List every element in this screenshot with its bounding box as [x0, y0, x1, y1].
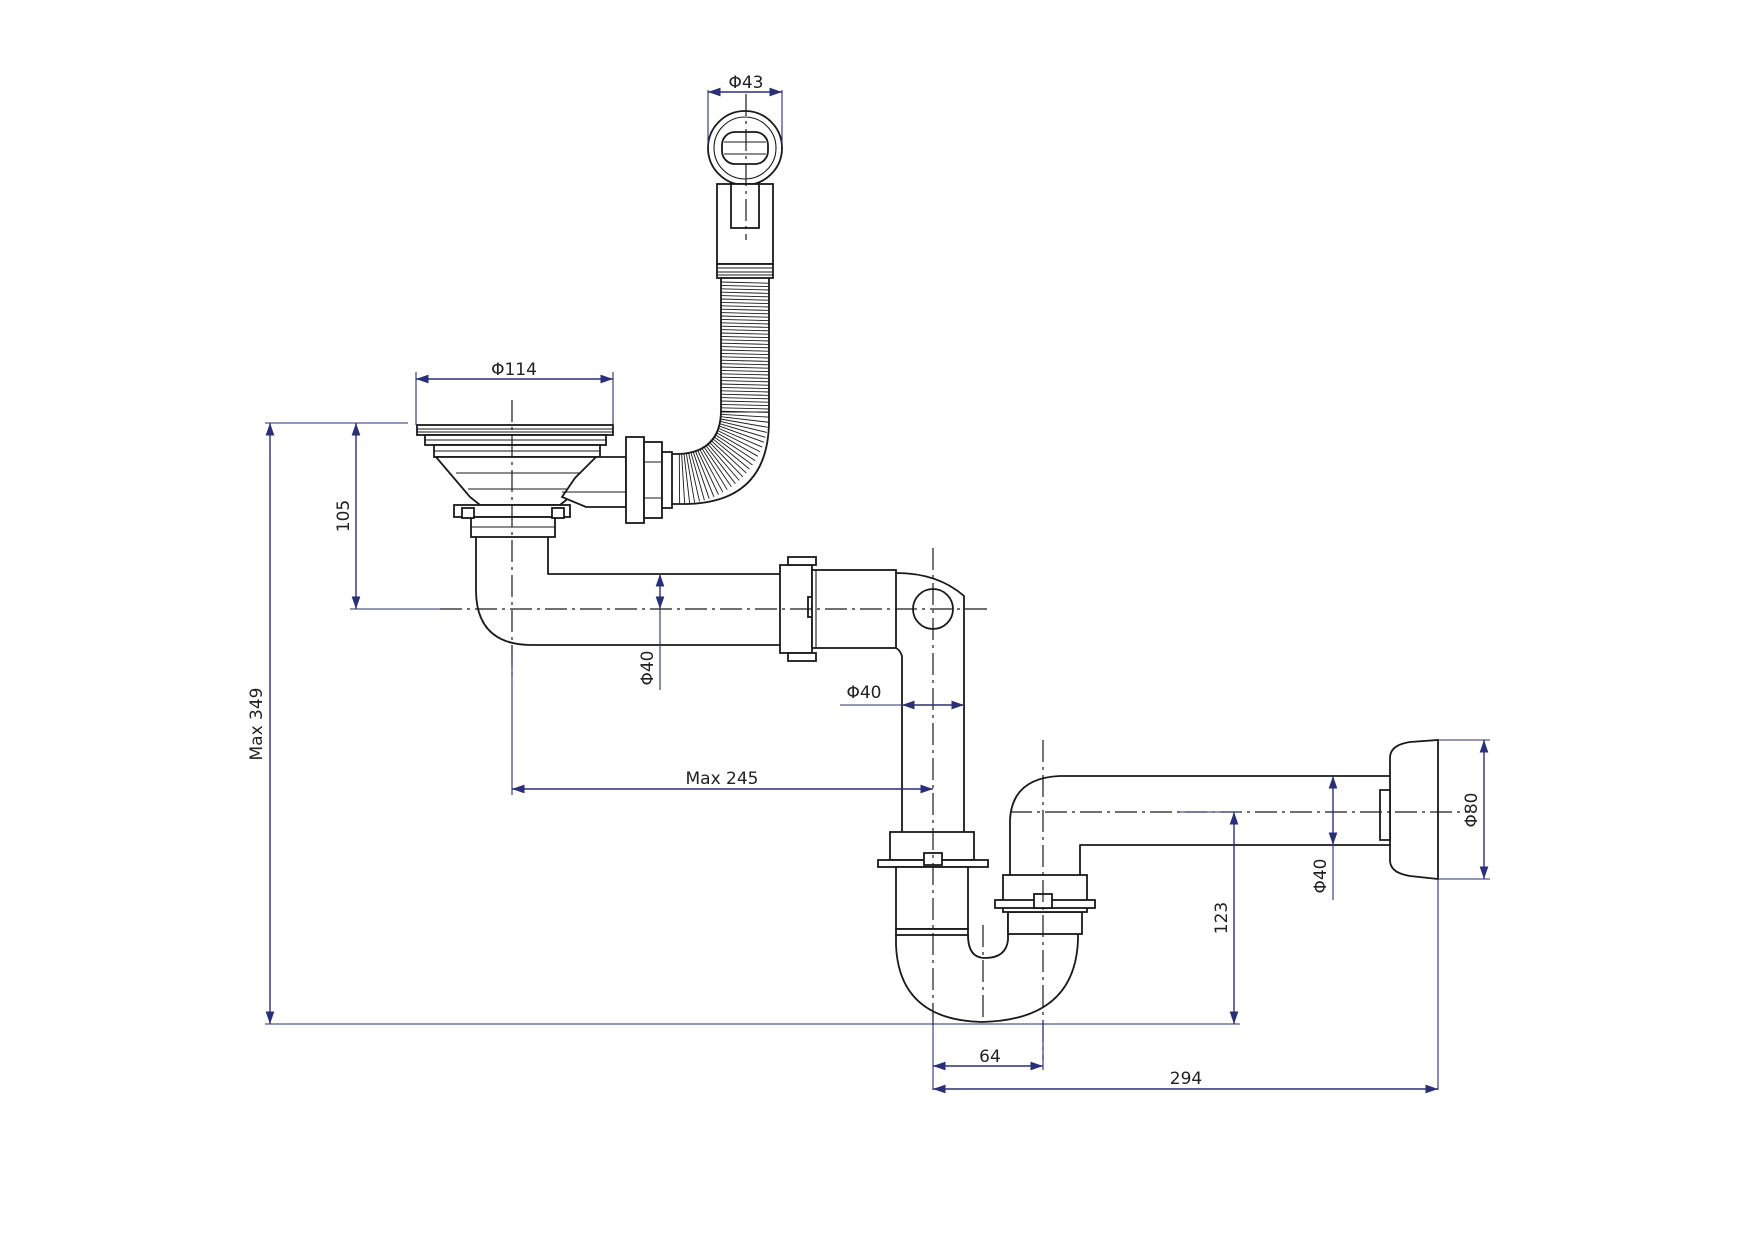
svg-text:64: 64 [979, 1047, 1001, 1067]
overflow-hose [663, 277, 770, 505]
svg-text:123: 123 [1212, 902, 1232, 934]
horizontal-arm [475, 536, 897, 662]
dimension-max-reach: Max 245 [512, 769, 933, 794]
u-bend-trap [895, 914, 1079, 1023]
dimension-trap-to-wall: 294 [933, 1069, 1438, 1094]
strainer-basket [416, 424, 673, 538]
vertical-drop [877, 572, 989, 936]
overflow-assembly [707, 110, 783, 279]
extension-lines [265, 90, 1490, 1090]
dimension-strainer-height: 105 [334, 423, 361, 609]
svg-text:294: 294 [1170, 1069, 1202, 1089]
dimension-vertical-pipe-diameter: Φ40 [840, 683, 964, 710]
dimension-overflow-diameter: Φ43 [708, 73, 782, 97]
dimension-outlet-pipe-diameter: Φ40 [1311, 776, 1338, 900]
svg-text:Φ80: Φ80 [1462, 792, 1482, 827]
dimension-max-height: Max 349 [247, 423, 275, 1024]
svg-text:Φ40: Φ40 [1311, 858, 1331, 893]
dimension-wall-rosette-diameter: Φ80 [1462, 740, 1489, 879]
svg-text:Max 245: Max 245 [686, 769, 759, 789]
outlet-assembly [994, 739, 1439, 935]
svg-text:Φ43: Φ43 [728, 73, 763, 93]
svg-text:Φ114: Φ114 [491, 360, 537, 380]
svg-text:Max 349: Max 349 [247, 688, 267, 761]
dimension-trap-offset: 64 [933, 1047, 1043, 1071]
dimension-outlet-height: 123 [1212, 812, 1239, 1024]
dimension-horizontal-pipe-diameter: Φ40 [638, 574, 665, 690]
dimension-strainer-diameter: Φ114 [416, 360, 613, 384]
svg-text:Φ40: Φ40 [638, 650, 658, 685]
svg-text:105: 105 [334, 500, 354, 532]
centerlines [440, 94, 1470, 1060]
svg-text:Φ40: Φ40 [846, 683, 881, 703]
